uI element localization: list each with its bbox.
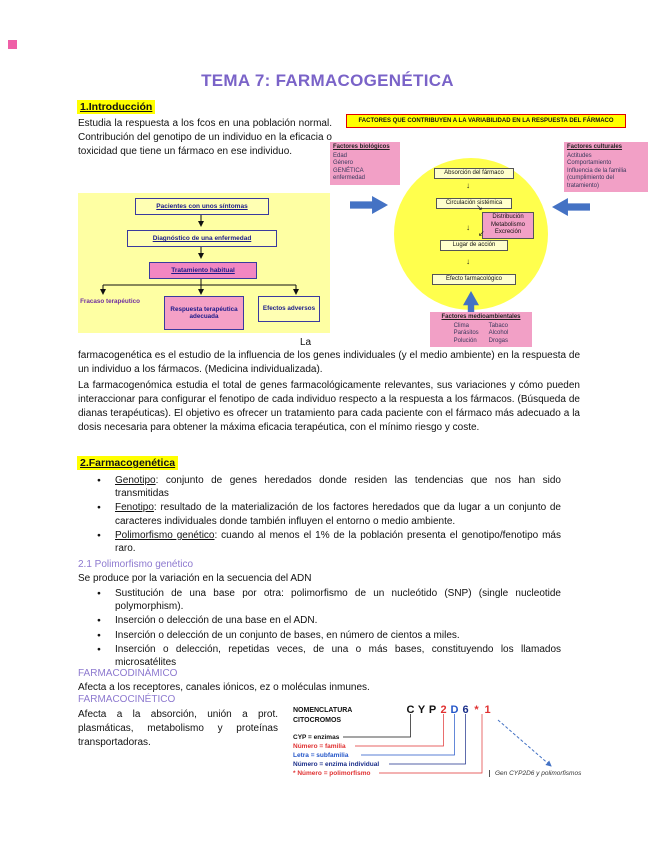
page-title: TEMA 7: FARMACOGENÉTICA (201, 71, 454, 90)
nomenclature-legend: CYP = enzimas Número = familia Letra = s… (293, 733, 379, 778)
cult-item: Influencia de la familia (cumplimiento d… (567, 167, 627, 189)
formula-char-family: 2 (440, 704, 447, 716)
formula-char-polymorphism: 1 (484, 704, 491, 716)
blue-arrow-left-icon (552, 198, 590, 216)
adme-box: Distribución Metabolismo Excreción (482, 212, 534, 239)
formula-char-subfamily: D (450, 704, 459, 716)
farmacogenomica-paragraph: La farmacogenómica estudia el total de g… (78, 380, 580, 433)
gene-caption: Gen CYP2D6 y polimorfismos (489, 770, 581, 777)
nomenclature-title-line2: CITOCROMOS (293, 717, 342, 724)
list-item: Sustitución de una base por otra: polimo… (96, 587, 561, 613)
step-circulacion: Circulación sistémica (436, 198, 512, 209)
env-col-1: Clima Parásitos Polución (453, 322, 479, 344)
environmental-factors-heading: Factores medioambientales (441, 314, 521, 320)
outcome-efectos-adversos: Efectos adversos (258, 296, 320, 322)
farmacogenetica-paragraph: farmacogenética es el estudio de la infl… (78, 350, 580, 375)
list-item: Genotipo: conjunto de genes heredados do… (96, 474, 561, 500)
flow-step-sintomas: Pacientes con unos síntomas (135, 198, 269, 215)
bio-item: Edad (333, 152, 348, 159)
outcome-respuesta-adecuada: Respuesta terapéutica adecuada (164, 296, 244, 330)
bullet-term: Genotipo (115, 475, 156, 486)
legend-enzimas: CYP = enzimas (293, 734, 340, 741)
legend-polimorfismo: * Número = polimorfismo (293, 770, 371, 777)
list-item: Inserción o delección de un conjunto de … (96, 629, 561, 642)
legend-enzima-individual: Número = enzima individual (293, 761, 380, 768)
formula-char: Y (417, 704, 426, 716)
flow-step-diagnostico: Diagnóstico de una enfermedad (127, 230, 277, 247)
bullet-text: Inserción o delección de un conjunto de … (115, 629, 460, 641)
cultural-factors-box: Factores culturales Actitudes Comportami… (564, 142, 648, 192)
list-item: Polimorfismo genético: cuando al menos e… (96, 529, 561, 555)
arrow-down-icon (466, 258, 470, 266)
bio-item: enfermedad (333, 175, 366, 181)
farmacodinamico-heading: FARMACODINÁMICO (78, 668, 178, 679)
nomenclature-title-line1: NOMENCLATURA (293, 707, 353, 714)
intro-paragraph: Estudia la respuesta a los fcos en una p… (78, 118, 332, 157)
paragraph-lead-word: La (300, 337, 312, 348)
farmacocinetico-heading: FARMACOCINÉTICO (78, 694, 176, 705)
section-1-heading: 1.Introducción (77, 100, 156, 114)
farmacocinetico-text: Afecta a la absorción, unión a prot. pla… (78, 709, 278, 748)
patient-flowchart: Pacientes con unos síntomas Diagnóstico … (78, 193, 330, 333)
farmacodinamico-text: Afecta a los receptores, canales iónicos… (78, 682, 370, 693)
adme-line: Metabolismo (490, 221, 525, 228)
step-absorcion: Absorción del fármaco (434, 168, 514, 179)
arrow-down-icon (466, 182, 470, 190)
arrow-downleft-icon (478, 230, 485, 238)
arrow-down-icon (466, 224, 470, 232)
biological-factors-box: Factores biológicos Edad Género GENÉTICA… (330, 142, 400, 185)
blue-arrow-right-icon (350, 196, 388, 214)
bullet-text: : cuando al menos el 1% de la población … (115, 529, 561, 555)
bullet-text: Inserción o delección de una base en el … (115, 615, 318, 627)
formula-char-asterisk: * (474, 704, 479, 716)
bullet-text: Inserción o delección, repetidas veces, … (115, 643, 561, 669)
factors-diagram: FACTORES QUE CONTRIBUYEN A LA VARIABILID… (330, 112, 648, 350)
bullet-text: : conjunto de genes heredados donde resi… (115, 475, 561, 500)
formula-char: P (428, 704, 437, 716)
bio-item: GENÉTICA (333, 167, 364, 174)
adme-line: Excreción (494, 229, 522, 235)
env-col-2: Tabaco Alcohol Drogas (488, 322, 509, 344)
environmental-factors-box: Factores medioambientales Clima Parásito… (430, 312, 532, 347)
cultural-factors-heading: Factores culturales (567, 144, 623, 150)
cult-item: Comportamiento (567, 160, 612, 166)
list-item: Inserción o delección de una base en el … (96, 614, 561, 627)
cult-item: Actitudes (567, 152, 592, 159)
adme-line: Distribución (492, 214, 524, 220)
legend-subfamilia: Letra = subfamilia (293, 752, 349, 759)
step-efecto: Efecto farmacológico (432, 274, 516, 285)
genetics-bullet-list: Genotipo: conjunto de genes heredados do… (96, 474, 561, 556)
formula-char-enzyme: 6 (462, 704, 469, 716)
legend-familia: Número = familia (293, 743, 346, 750)
biological-factors-heading: Factores biológicos (333, 144, 390, 150)
bullet-text: Sustitución de una base por otra: polimo… (115, 588, 561, 613)
factors-diagram-title: FACTORES QUE CONTRIBUYEN A LA VARIABILID… (346, 114, 626, 128)
list-item: Fenotipo: resultado de la materializació… (96, 501, 561, 527)
bio-item: Género (333, 160, 354, 166)
section-2-heading: 2.Farmacogenética (77, 456, 179, 470)
page-corner-marker (8, 40, 17, 49)
step-lugar-accion: Lugar de acción (440, 240, 508, 251)
bullet-term: Fenotipo (115, 502, 154, 514)
subsection-21-heading: 2.1 Polimorfismo genético (78, 559, 194, 570)
flow-step-tratamiento: Tratamiento habitual (149, 262, 257, 279)
bullet-term: Polimorfismo genético (115, 529, 215, 541)
arrow-downright-icon (476, 204, 483, 212)
formula-char: C (406, 704, 415, 716)
outcome-fracaso: Fracaso terapéutico (80, 298, 140, 305)
nomenclature-connectors (343, 714, 552, 774)
bullet-text: : resultado de la materialización de los… (115, 502, 561, 527)
subsection-21-intro: Se produce por la variación en la secuen… (78, 573, 312, 584)
list-item: Inserción o delección, repetidas veces, … (96, 643, 561, 669)
polymorphism-bullet-list: Sustitución de una base por otra: polimo… (96, 587, 561, 670)
